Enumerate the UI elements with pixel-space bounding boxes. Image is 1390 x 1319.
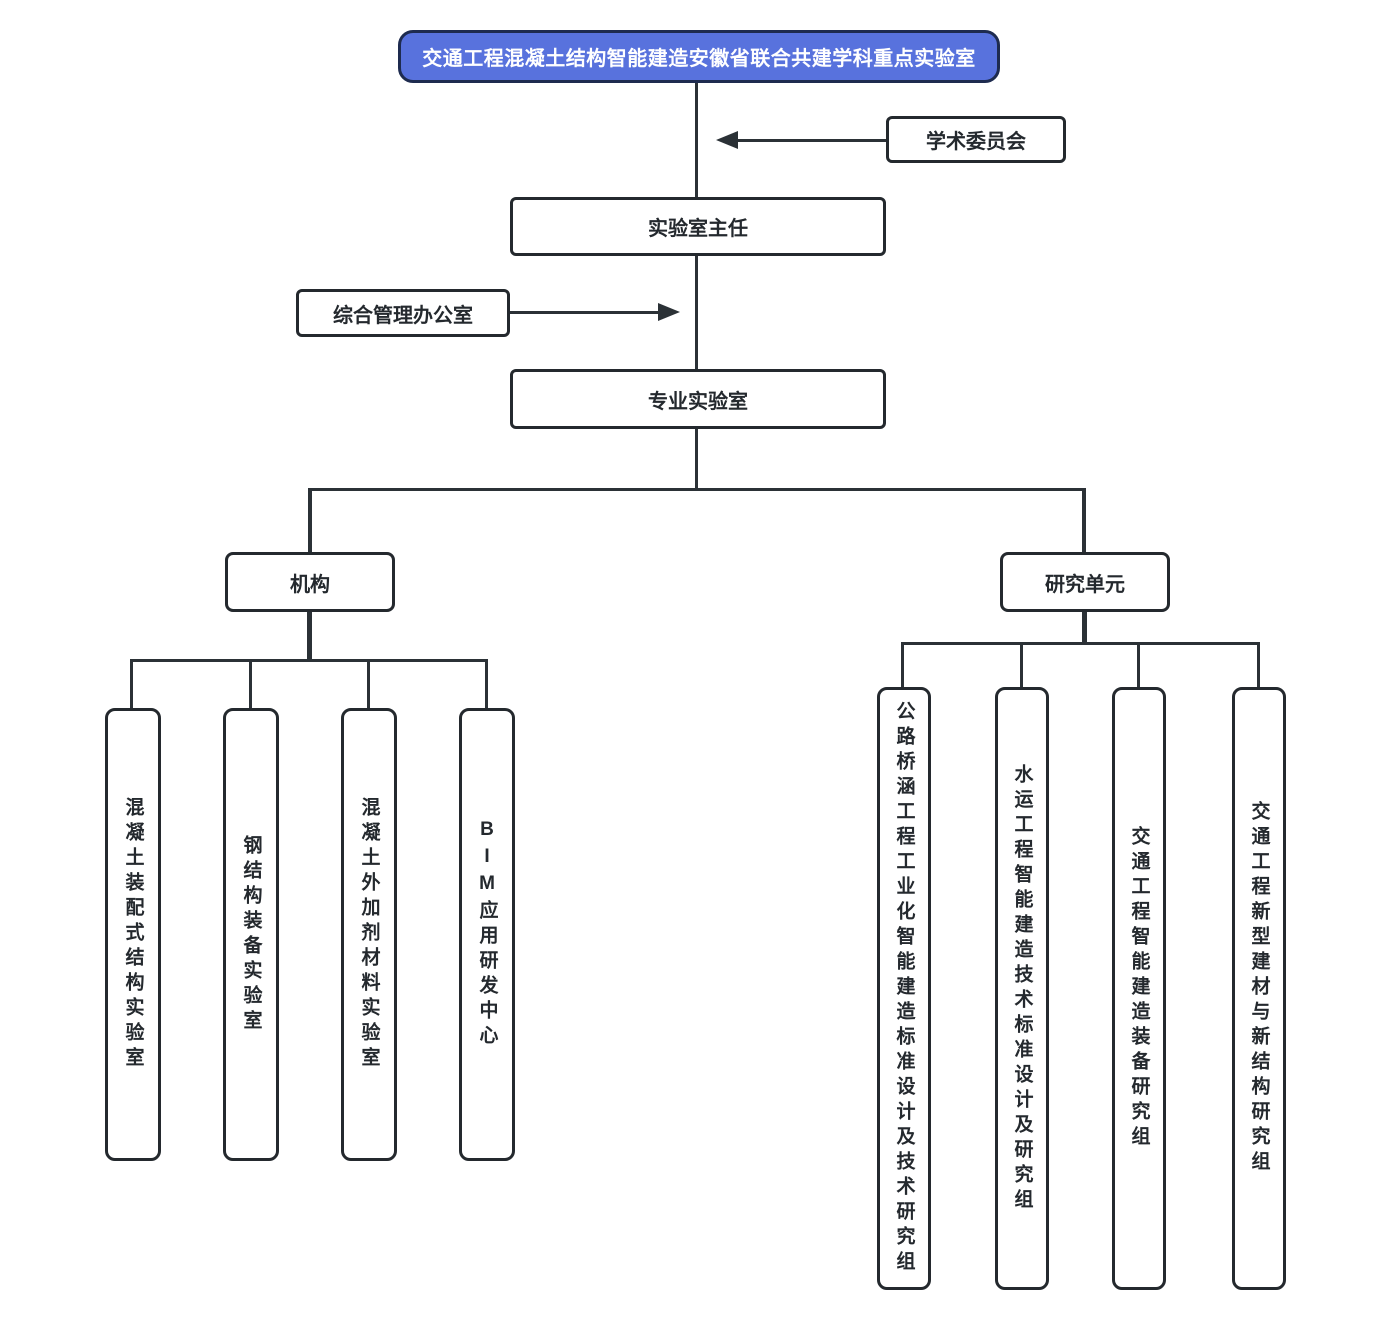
connector-institution-drop-2 <box>249 659 252 708</box>
academic-committee-node: 学术委员会 <box>886 116 1066 163</box>
connector-institution-drop-4 <box>485 659 488 708</box>
institutions-group-label: 机构 <box>290 573 330 596</box>
arrow-right-icon <box>658 303 680 321</box>
research-unit-node-4: 交通工程新型建材与新结构研究组 <box>1232 687 1286 1290</box>
connector-research-drop-1 <box>901 642 904 687</box>
professional-lab-label: 专业实验室 <box>648 390 748 413</box>
connector-research-drop-4 <box>1257 642 1260 687</box>
connector-research-drop-2 <box>1020 642 1023 687</box>
connector-research-rail <box>901 642 1260 645</box>
research-unit-label-2: 水运工程智能建造技术标准设计及研究组 <box>1011 763 1033 1214</box>
connector-institutions-stub <box>307 611 312 662</box>
professional-lab-node: 专业实验室 <box>510 369 886 429</box>
connector-branch-rail <box>308 488 1086 491</box>
institution-label-2: 钢结构装备实验室 <box>240 834 262 1035</box>
connector-institution-drop-1 <box>130 659 133 708</box>
lab-director-label: 实验室主任 <box>648 218 748 240</box>
lab-director-node: 实验室主任 <box>510 197 886 256</box>
admin-office-node: 综合管理办公室 <box>296 289 510 337</box>
connector-prolab-to-rail <box>695 428 698 490</box>
institution-node-1: 混凝土装配式结构实验室 <box>105 708 161 1161</box>
research-unit-label-3: 交通工程智能建造装备研究组 <box>1128 826 1150 1151</box>
research-unit-label-1: 公路桥涵工程工业化智能建造标准设计及技术研究组 <box>893 701 915 1276</box>
connector-institutions-rail <box>130 659 488 662</box>
research-unit-node-2: 水运工程智能建造技术标准设计及研究组 <box>995 687 1049 1290</box>
connector-director-to-prolab <box>695 255 698 370</box>
admin-office-label: 综合管理办公室 <box>333 304 473 327</box>
connector-institution-drop-3 <box>367 659 370 708</box>
institutions-group-node: 机构 <box>225 552 395 612</box>
research-group-label: 研究单元 <box>1045 573 1125 596</box>
research-unit-node-3: 交通工程智能建造装备研究组 <box>1112 687 1166 1290</box>
institution-node-4: BIM应用研发中心 <box>459 708 515 1161</box>
arrow-left-icon <box>716 131 738 149</box>
institution-label-1: 混凝土装配式结构实验室 <box>122 797 144 1072</box>
connector-admin-office-line <box>509 311 659 314</box>
root-node-label: 交通工程混凝土结构智能建造安徽省联合共建学科重点实验室 <box>422 48 976 70</box>
connector-rail-to-research-group <box>1082 488 1086 552</box>
connector-academic-committee-line <box>736 139 886 142</box>
research-unit-node-1: 公路桥涵工程工业化智能建造标准设计及技术研究组 <box>877 687 931 1290</box>
academic-committee-label: 学术委员会 <box>926 131 1026 153</box>
connector-rail-to-institutions-group <box>308 488 312 552</box>
connector-research-drop-3 <box>1137 642 1140 687</box>
connector-root-to-director <box>695 83 698 198</box>
connector-research-stub <box>1082 611 1087 645</box>
institution-label-3: 混凝土外加剂材料实验室 <box>358 797 380 1072</box>
institution-label-4: BIM应用研发中心 <box>476 819 498 1050</box>
institution-node-3: 混凝土外加剂材料实验室 <box>341 708 397 1161</box>
research-group-node: 研究单元 <box>1000 552 1170 612</box>
root-node: 交通工程混凝土结构智能建造安徽省联合共建学科重点实验室 <box>398 30 1000 83</box>
institution-node-2: 钢结构装备实验室 <box>223 708 279 1161</box>
research-unit-label-4: 交通工程新型建材与新结构研究组 <box>1248 801 1270 1176</box>
